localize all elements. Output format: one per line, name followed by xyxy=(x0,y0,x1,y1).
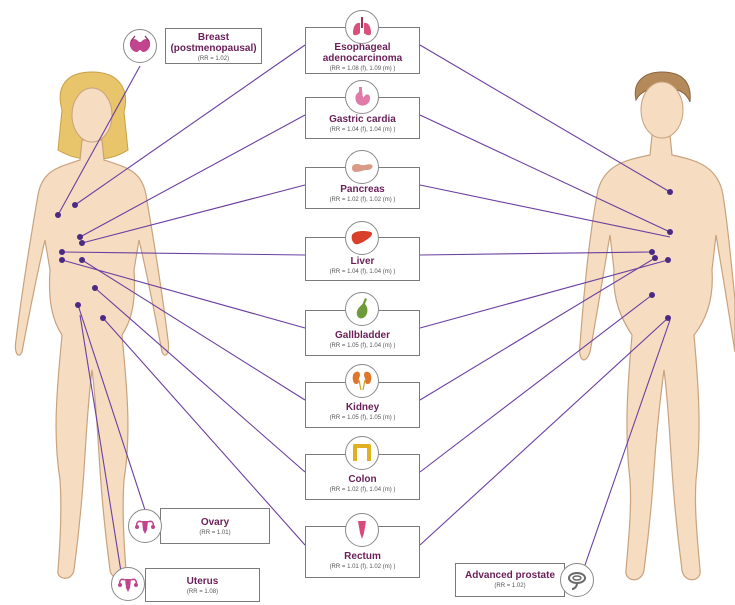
relative-risk: (RR = 1.05 (f), 1.05 (m) ) xyxy=(329,415,396,421)
cancer-name: Liver xyxy=(350,256,375,267)
dot-male-colon xyxy=(649,292,655,298)
cancer-name: Uterus xyxy=(186,576,219,587)
dot-female-breast xyxy=(55,212,61,218)
line-kidney-male xyxy=(419,257,656,401)
female-body xyxy=(14,139,170,579)
relative-risk: (RR = 1.02) xyxy=(197,56,230,62)
dot-female-pancreas xyxy=(79,240,85,246)
breast-icon xyxy=(123,29,157,63)
rectum-icon xyxy=(345,513,379,547)
line-liver-female xyxy=(61,251,306,256)
kidney-icon xyxy=(345,364,379,398)
relative-risk: (RR = 1.01 (f), 1.02 (m) ) xyxy=(329,564,396,570)
line-gastric-male xyxy=(419,114,671,233)
relative-risk: (RR = 1.02 (f), 1.02 (m) ) xyxy=(329,197,396,203)
line-breast-female xyxy=(57,65,141,216)
line-gastric-female xyxy=(79,114,306,238)
male-body-figure xyxy=(579,71,735,581)
line-esophageal-female xyxy=(74,44,306,206)
relative-risk: (RR = 1.02) xyxy=(494,583,526,589)
cancer-name: Gallbladder xyxy=(334,330,390,341)
relative-risk: (RR = 1.04 (f), 1.04 (m) ) xyxy=(329,269,396,275)
stomach-icon xyxy=(345,80,379,114)
line-ovary-female xyxy=(77,304,146,511)
ovary-label-box: Ovary (RR = 1.01) xyxy=(160,508,270,544)
dot-female-liver xyxy=(59,249,65,255)
relative-risk: (RR = 1.04 (f), 1.04 (m) ) xyxy=(329,127,396,133)
relative-risk: (RR = 1.08) xyxy=(186,589,219,595)
liver-icon xyxy=(345,221,379,255)
rectum-label-box: Rectum (RR = 1.01 (f), 1.02 (m) ) xyxy=(305,526,420,578)
breast-label-box: Breast (postmenopausal) (RR = 1.02) xyxy=(165,28,262,64)
dot-female-gallbladder xyxy=(59,257,65,263)
line-uterus-female xyxy=(79,314,123,579)
prostate-icon xyxy=(560,563,594,597)
dot-female-gastric xyxy=(77,234,83,240)
line-rectum-male xyxy=(419,317,669,546)
organ-dots xyxy=(55,189,673,321)
female-face xyxy=(71,87,113,143)
dot-female-ovary xyxy=(75,302,81,308)
dot-male-rectum xyxy=(665,315,671,321)
dot-female-kidney xyxy=(79,257,85,263)
line-colon-female xyxy=(94,287,306,473)
dot-female-colon xyxy=(92,285,98,291)
line-rectum-female xyxy=(102,317,306,546)
cancer-name: Ovary xyxy=(200,517,230,528)
relative-risk: (RR = 1.01) xyxy=(199,530,231,536)
dot-male-gallbladder xyxy=(665,257,671,263)
line-pancreas-female xyxy=(81,184,306,244)
relative-risk: (RR = 1.05 (f), 1.04 (m) ) xyxy=(329,343,396,349)
line-esophageal-male xyxy=(419,44,671,193)
uterus-icon xyxy=(111,567,145,601)
line-gallbladder-female xyxy=(61,259,306,329)
cancer-name: Pancreas xyxy=(340,184,385,195)
cancer-name: Rectum xyxy=(344,551,381,562)
cancer-name: Advanced prostate xyxy=(464,570,556,581)
line-gallbladder-male xyxy=(419,259,669,329)
male-face xyxy=(640,81,684,139)
line-kidney-female xyxy=(81,259,306,401)
cancer-name: (postmenopausal) xyxy=(170,43,257,54)
uterus-label-box: Uterus (RR = 1.08) xyxy=(145,568,260,602)
dot-male-kidney xyxy=(652,255,658,261)
cancer-name: Breast xyxy=(197,32,230,43)
line-pancreas-male xyxy=(419,184,671,238)
cancer-name: Gastric cardia xyxy=(329,114,396,125)
dot-male-esophagus xyxy=(667,189,673,195)
cancer-name: Kidney xyxy=(345,402,380,413)
cancer-name: Colon xyxy=(348,474,377,485)
dot-female-rectum xyxy=(100,315,106,321)
dot-male-liver xyxy=(649,249,655,255)
dot-female-esophagus xyxy=(72,202,78,208)
cancer-name: adenocarcinoma xyxy=(322,53,403,64)
line-colon-male xyxy=(419,294,653,473)
lungs-esophagus-icon xyxy=(345,10,379,44)
colon-icon xyxy=(345,436,379,470)
line-liver-male xyxy=(419,251,653,256)
gallbladder-icon xyxy=(345,292,379,326)
dot-male-gastric xyxy=(667,229,673,235)
cancer-name: Esophageal xyxy=(334,42,391,53)
prostate-label-box: Advanced prostate (RR = 1.02) xyxy=(455,563,565,597)
relative-risk: (RR = 1.02 (f), 1.04 (m) ) xyxy=(329,487,396,493)
line-prostate-male xyxy=(584,319,671,566)
female-body-figure xyxy=(14,71,170,579)
relative-risk: (RR = 1.08 (f), 1.09 (m) ) xyxy=(329,66,396,72)
ovary-icon xyxy=(128,509,162,543)
connector-lines xyxy=(57,44,671,579)
pancreas-icon xyxy=(345,150,379,184)
